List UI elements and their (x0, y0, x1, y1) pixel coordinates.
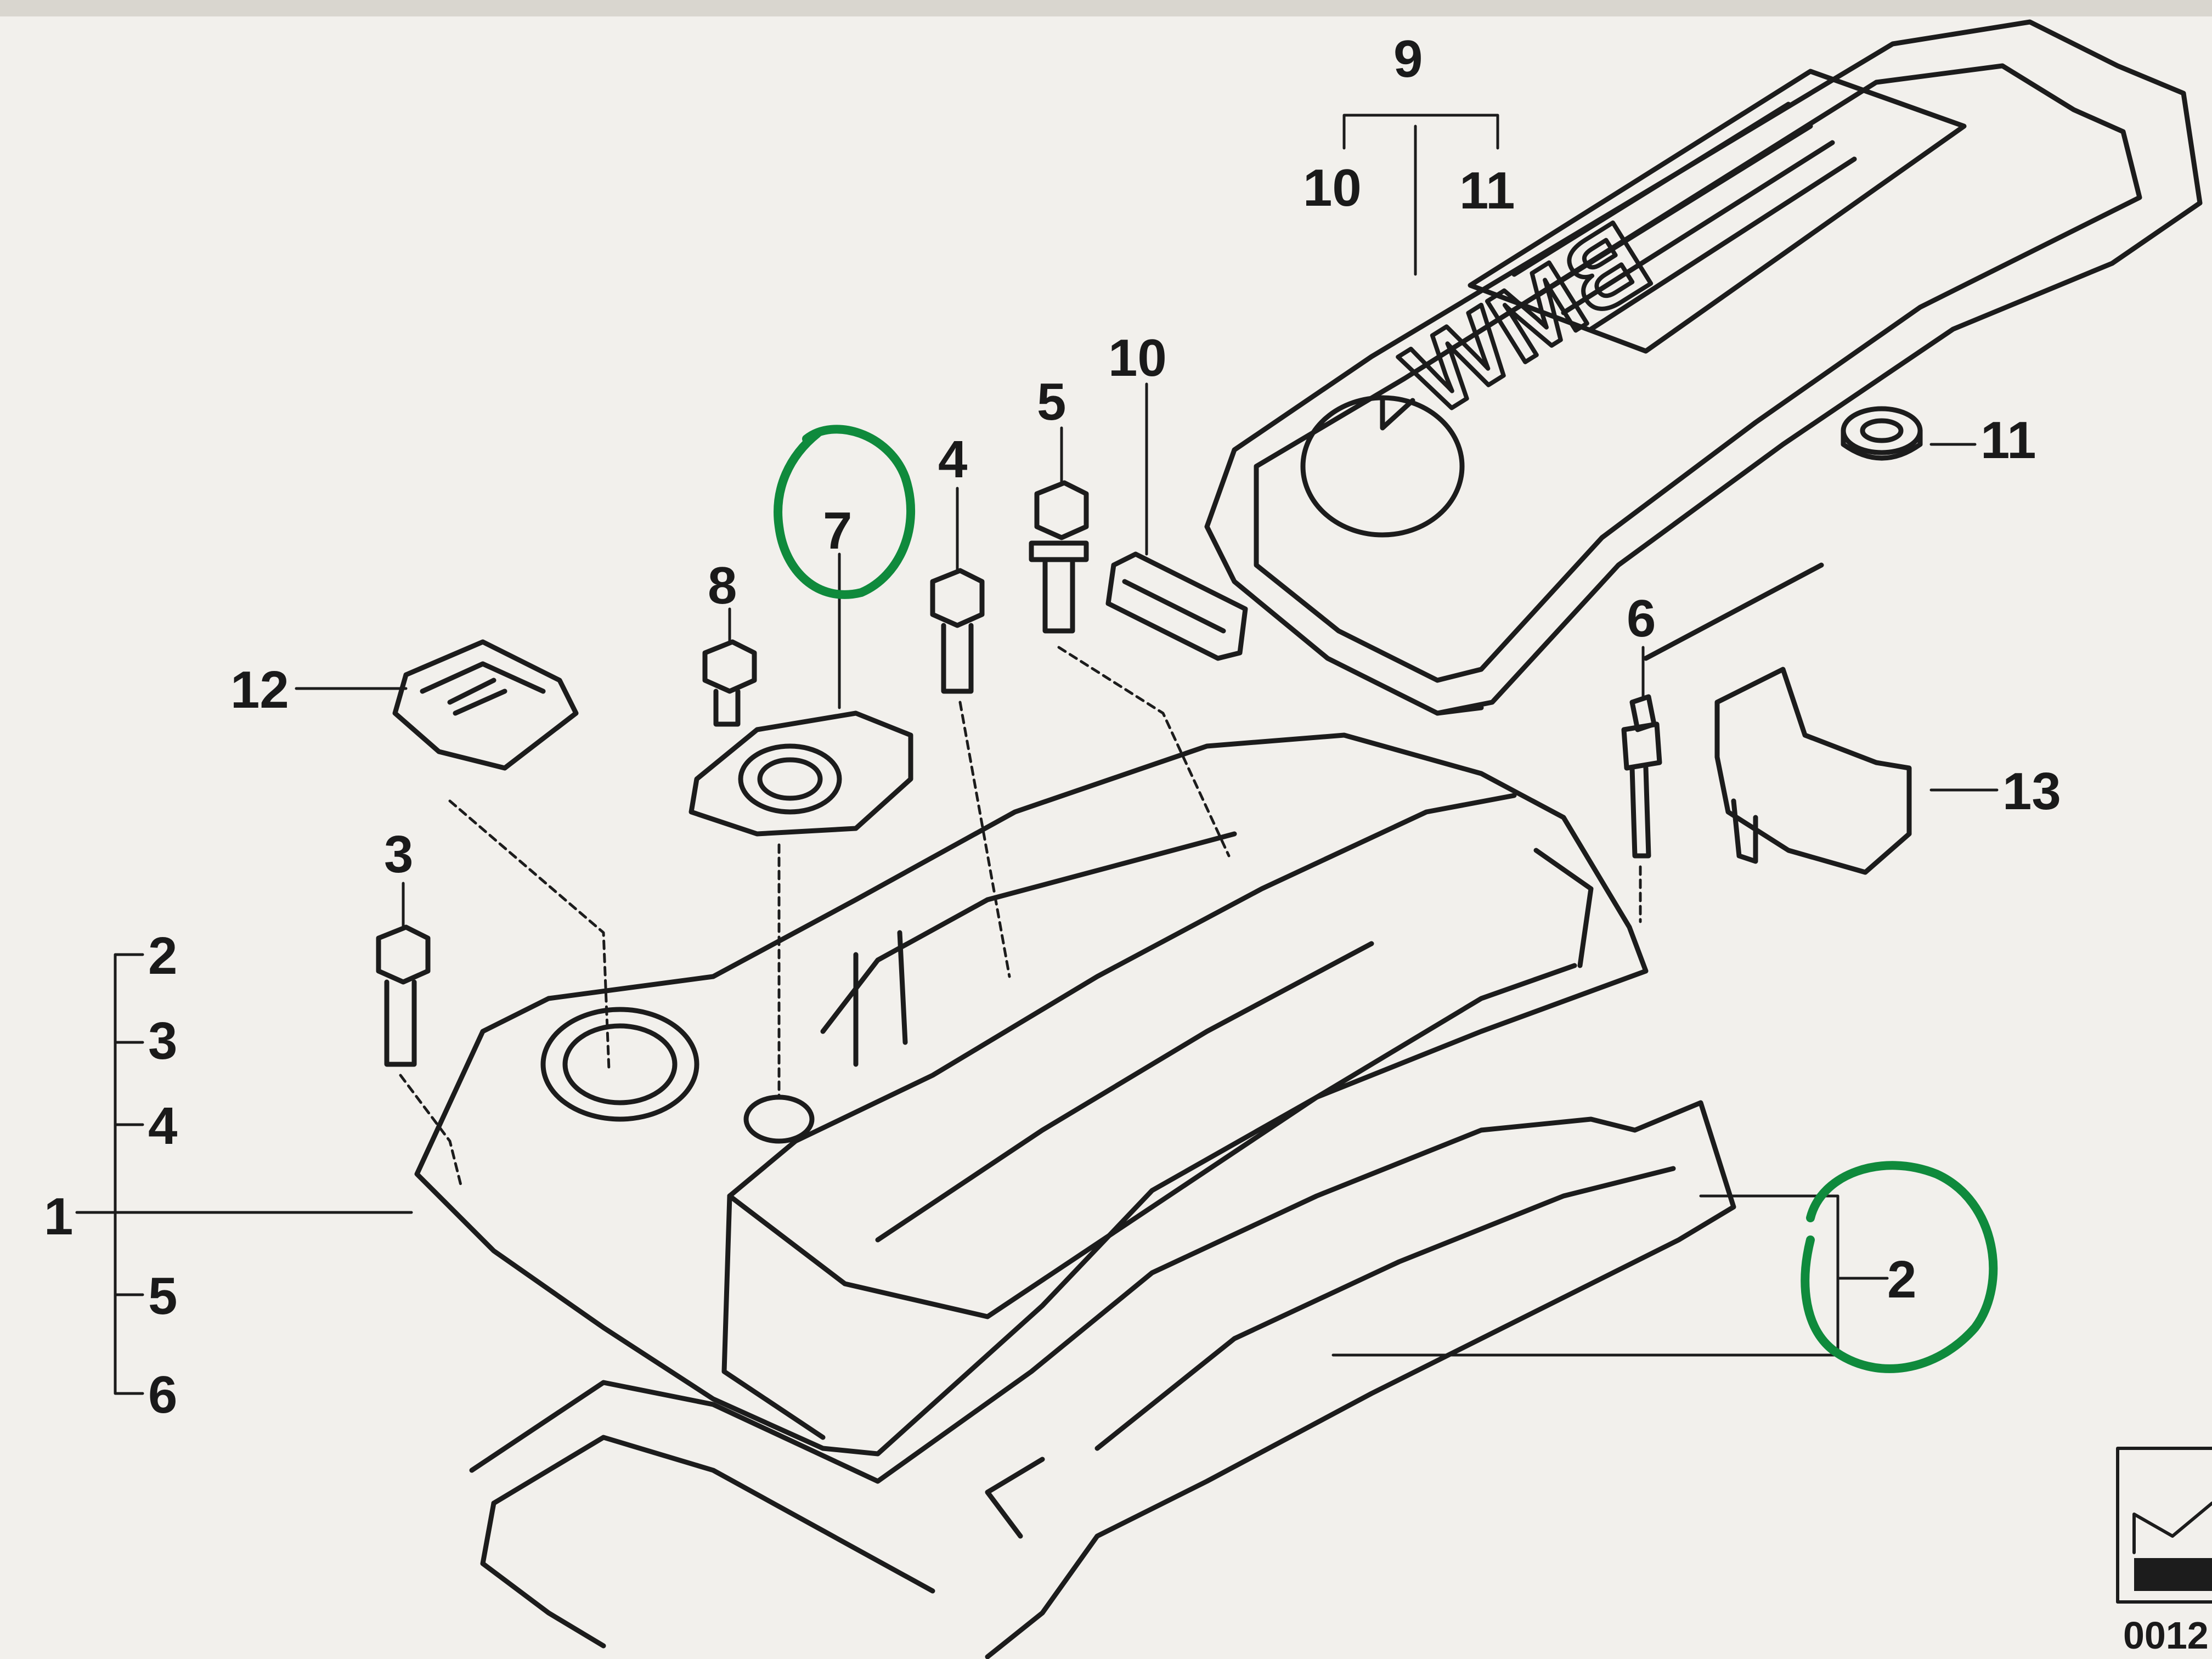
annotation-circle-7 (774, 425, 916, 599)
callout-3-bracket: 3 (148, 1012, 177, 1070)
callout-3-top: 3 (384, 825, 413, 884)
engine-cover-part (1204, 19, 2203, 716)
oil-filler-cap-part (392, 639, 579, 771)
callout-8: 8 (708, 556, 737, 615)
annotation-circle-2 (1801, 1161, 1998, 1373)
seal-part (689, 710, 913, 837)
gasket-part (469, 1100, 1736, 1659)
callout-11-right: 11 (1980, 411, 2036, 470)
callout-13: 13 (2002, 762, 2061, 821)
paper-shadow-top (0, 0, 2212, 16)
callout-2-bracket: 2 (148, 927, 177, 985)
footer-code: 0012 (2123, 1614, 2209, 1657)
bolt-3-part (376, 924, 431, 1067)
callout-5-top: 5 (1037, 373, 1066, 431)
callout-11-top: 11 (1459, 161, 1515, 220)
callout-2-circled: 2 (1887, 1250, 1916, 1309)
callout-12: 12 (230, 661, 289, 719)
callout-4-bracket: 4 (148, 1097, 177, 1155)
cover-13-part (1714, 667, 1912, 875)
callout-7: 7 (823, 501, 852, 560)
callout-6-bracket: 6 (148, 1365, 177, 1424)
leader-lines (75, 114, 1999, 1395)
valve-cover-part (414, 732, 1649, 1457)
corner-symbol-fill (2134, 1558, 2212, 1591)
sensor-6-part (1621, 694, 1662, 859)
callout-6-top: 6 (1627, 589, 1656, 648)
callout-9: 9 (1393, 30, 1423, 88)
corner-symbol (2116, 1447, 2212, 1604)
bolt-5-part (1029, 480, 1089, 634)
callout-5-bracket: 5 (148, 1267, 177, 1325)
callout-10-top: 10 (1303, 159, 1362, 217)
callout-4-top: 4 (938, 430, 967, 489)
grommet-part (1841, 406, 1923, 461)
callout-1: 1 (44, 1187, 73, 1246)
callout-10-mid: 10 (1108, 329, 1167, 387)
rubber-strip-part (1105, 551, 1248, 661)
bolt-4-part (930, 568, 985, 694)
bolt-8-part (702, 639, 757, 727)
